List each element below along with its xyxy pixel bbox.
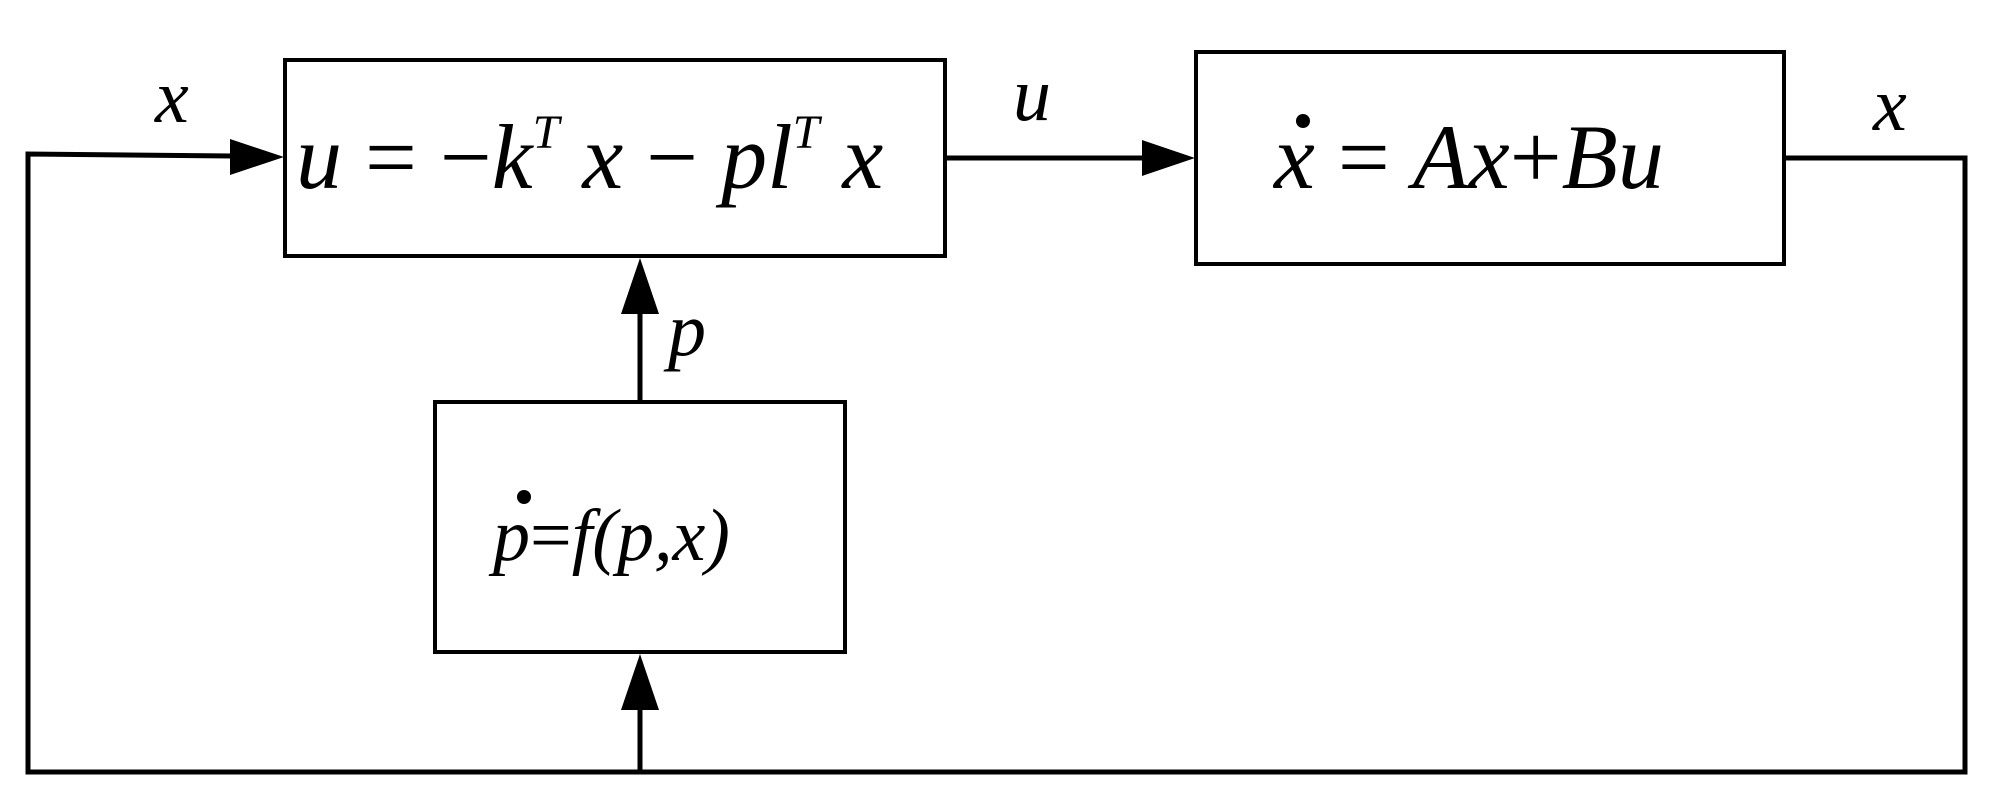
parameter-signal-label: p	[663, 288, 706, 372]
plant-derivative-dot	[1296, 114, 1310, 128]
controller-x-2: x	[819, 106, 883, 208]
adaptation-input-arrowhead	[621, 654, 659, 710]
feedback-arrowhead	[230, 139, 284, 175]
controller-lhs: u	[296, 106, 342, 208]
feedback-input-label: x	[154, 55, 189, 139]
adaptation-equation: p=f(p,x)	[488, 495, 730, 577]
adaptation-args: (p,x)	[592, 495, 730, 577]
controller-minus-1: −	[440, 106, 492, 208]
controller-equation: u = −kT x − plT x	[296, 106, 883, 208]
controller-l-transpose: T	[793, 106, 823, 159]
controller-pl: pl	[715, 106, 793, 208]
controller-x-1: x	[559, 106, 623, 208]
controller-k: k	[492, 106, 535, 208]
plant-plus: +	[1510, 106, 1562, 208]
control-signal-label: u	[1013, 53, 1051, 137]
output-signal-label: x	[1872, 63, 1907, 147]
adaptation-p: p	[488, 495, 530, 577]
plant-eq-sign: =	[1315, 106, 1413, 208]
controller-k-transpose: T	[533, 106, 563, 159]
plant-equation: x = Ax+Bu	[1272, 106, 1664, 208]
control-arrowhead	[1142, 140, 1195, 176]
controller-eq-sign: =	[342, 106, 440, 208]
controller-minus-2: −	[623, 106, 721, 208]
adaptation-eq-sign: =	[530, 495, 572, 577]
plant-ax: Ax	[1407, 106, 1510, 208]
parameter-arrowhead	[621, 258, 659, 314]
adaptation-derivative-dot	[517, 490, 531, 504]
feedback-wire	[25, 151, 1968, 775]
plant-bu: Bu	[1562, 106, 1664, 208]
controller-block	[283, 58, 947, 258]
plant-block	[1194, 50, 1786, 266]
